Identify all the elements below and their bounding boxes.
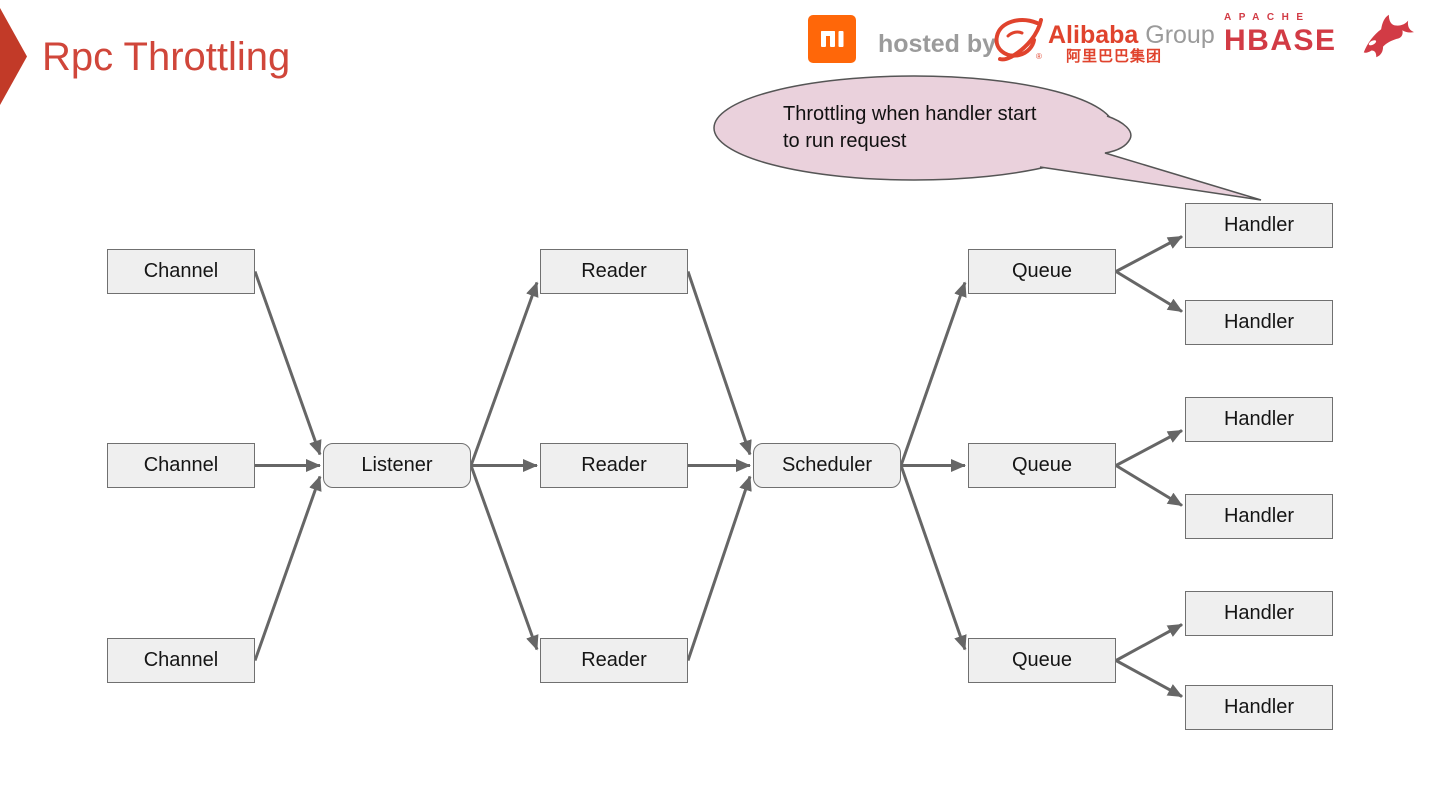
edge-queue1-to-handler1 [1115,235,1183,273]
node-handler-6: Handler [1185,685,1333,730]
node-label: Queue [1011,454,1073,476]
node-reader-2: Reader [540,443,688,488]
node-label: Handler [1223,311,1295,333]
edge-listener-to-reader1 [469,281,539,467]
edge-queue1-to-handler2 [1115,270,1183,313]
node-label: Queue [1011,260,1073,282]
edge-channel1-to-listener [253,270,322,456]
node-label: Channel [143,454,219,476]
alibaba-group-label: Group [1145,21,1215,49]
edge-reader1-to-scheduler [686,271,752,456]
alibaba-name: Alibaba [1048,21,1139,49]
node-reader-3: Reader [540,638,688,683]
node-label: Handler [1223,408,1295,430]
node-handler-4: Handler [1185,494,1333,539]
node-queue-1: Queue [968,249,1116,294]
node-channel-2: Channel [107,443,255,488]
node-label: Handler [1223,696,1295,718]
edge-listener-to-reader3 [469,464,539,651]
node-handler-2: Handler [1185,300,1333,345]
callout-line-2: to run request [783,130,907,152]
node-label: Handler [1223,505,1295,527]
node-label: Channel [143,260,219,282]
node-label: Handler [1223,602,1295,624]
orca-logo [1363,14,1414,58]
node-label: Handler [1223,214,1295,236]
edge-queue3-to-handler5 [1115,623,1183,662]
xiaomi-mi-glyph [821,31,844,47]
callout-line-1: Throttling when handler start [783,103,1037,125]
node-handler-3: Handler [1185,397,1333,442]
edge-reader3-to-scheduler [686,475,752,661]
alibaba-chinese-label: 阿里巴巴集团 [1066,48,1163,65]
node-label: Reader [581,649,647,671]
node-channel-1: Channel [107,249,255,294]
edge-queue2-to-handler3 [1115,429,1183,467]
node-queue-3: Queue [968,638,1116,683]
node-channel-3: Channel [107,638,255,683]
node-label: Reader [581,454,647,476]
xiaomi-logo [808,15,856,63]
apache-label: APACHE [1224,12,1311,23]
node-label: Scheduler [781,454,873,476]
callout-text: Throttling when handler start to run req… [783,101,1036,155]
node-reader-1: Reader [540,249,688,294]
hosted-by-label: hosted by [878,30,997,58]
node-scheduler: Scheduler [753,443,901,488]
page-title: Rpc Throttling [42,35,291,79]
alibaba-registered-mark: ® [1036,52,1042,61]
diagram-arrows [253,235,1183,698]
edge-queue3-to-handler6 [1115,659,1183,698]
edge-queue2-to-handler4 [1115,464,1183,507]
node-queue-2: Queue [968,443,1116,488]
alibaba-wordmark: Alibaba Group [1048,21,1215,50]
node-handler-1: Handler [1185,203,1333,248]
node-listener: Listener [323,443,471,488]
edge-scheduler-to-queue1 [899,281,967,466]
node-label: Reader [581,260,647,282]
node-label: Listener [361,454,433,476]
callout-tail [1040,116,1261,200]
edge-channel3-to-listener [253,475,322,661]
callout-bubble [713,75,1262,201]
hbase-logo: APACHE HBASE [1224,12,1337,56]
alibaba-mark-logo [994,18,1043,62]
node-handler-5: Handler [1185,591,1333,636]
node-label: Channel [143,649,219,671]
edge-scheduler-to-queue3 [899,465,967,651]
node-label: Queue [1011,649,1073,671]
hbase-label: HBASE [1224,24,1337,57]
